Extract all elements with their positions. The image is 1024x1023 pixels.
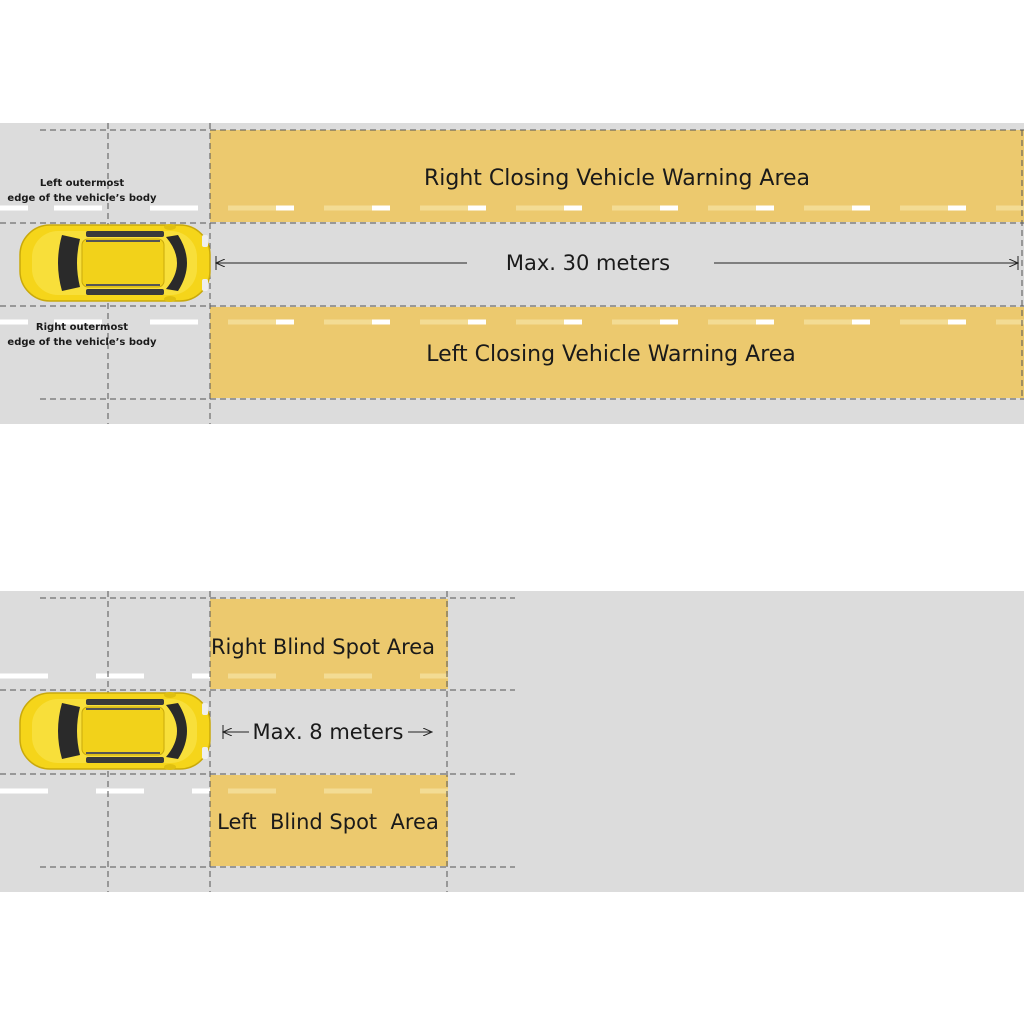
left-edge-label-line1: Left outermost	[40, 178, 124, 189]
car-icon	[19, 691, 211, 771]
right-closing-zone-label: Right Closing Vehicle Warning Area	[424, 166, 810, 191]
left-closing-zone-label: Left Closing Vehicle Warning Area	[426, 342, 796, 367]
bottom-diagram: Right Blind Spot Area Left Blind Spot Ar…	[0, 591, 1024, 892]
max-30-meters-label: Max. 30 meters	[506, 251, 670, 275]
right-edge-label-line2: edge of the vehicle’s body	[7, 337, 157, 348]
lane-markings-top	[0, 205, 1024, 325]
lane-markings-bottom	[0, 673, 448, 794]
left-blind-spot-label: Left Blind Spot Area	[217, 810, 439, 834]
max-8-meters-label: Max. 8 meters	[253, 720, 404, 744]
right-blind-spot-label: Right Blind Spot Area	[211, 635, 435, 659]
left-edge-label-line2: edge of the vehicle’s body	[7, 193, 157, 204]
top-diagram: Right Closing Vehicle Warning Area Left …	[0, 123, 1024, 424]
car-icon	[19, 223, 211, 303]
right-edge-label-line1: Right outermost	[36, 322, 128, 333]
